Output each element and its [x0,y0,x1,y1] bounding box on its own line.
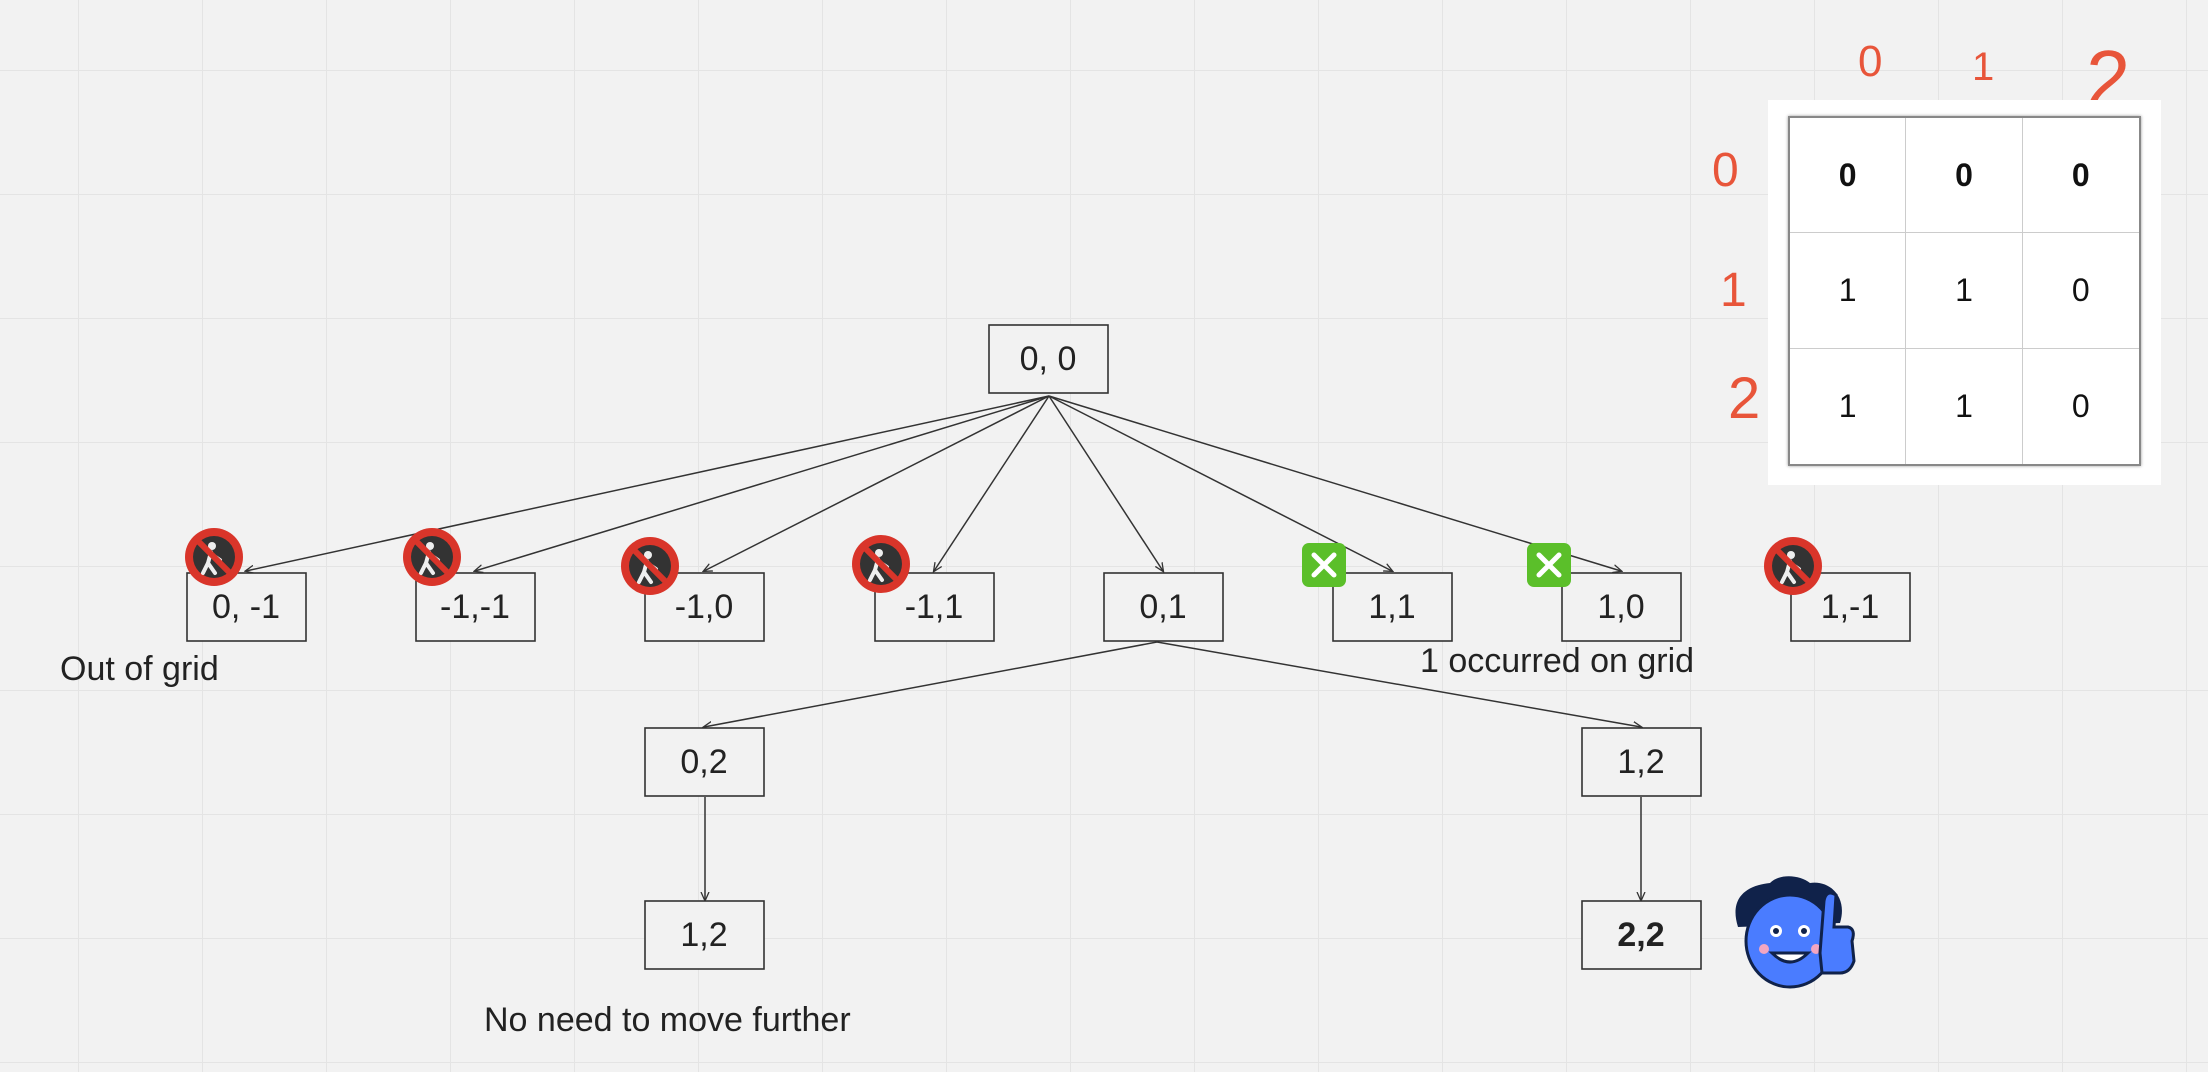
node-label: -1,0 [675,588,734,626]
edge [1048,395,1621,571]
node-label: 0, -1 [212,588,280,626]
tree-node[interactable]: 0,1 [1103,572,1224,642]
grid-cell: 0 [2022,233,2139,349]
edge [475,395,1050,571]
tree-node[interactable]: 0, -1 [186,572,307,642]
grid-cell: 0 [1906,118,2023,234]
root-edges [246,395,1621,571]
node-label: -1,-1 [440,588,510,626]
grid-cell: 1 [1790,233,1907,349]
no-pedestrians-icon [621,537,679,595]
no-pedestrians-icon [403,528,461,586]
no-pedestrians-icon [185,528,243,586]
row-label: 2 [1728,366,1760,431]
node-label: 1,2 [680,916,727,954]
col-label: 0 [1858,37,1882,86]
node-label: 1,0 [1597,588,1644,626]
note-one-occurred: 1 occurred on grid [1420,642,1694,680]
grid-cell: 0 [1790,118,1907,234]
grid-cell: 0 [2022,118,2139,234]
edge [1048,395,1163,571]
edge [1156,641,1641,727]
tree-node[interactable]: 1,1 [1332,572,1453,642]
child-edges [704,641,1641,900]
row-label: 0 [1712,144,1739,197]
grid-cell: 0 [2071,387,2090,424]
note-out-of-grid: Out of grid [60,650,219,688]
thumbs-up-avatar [1735,876,1856,989]
tree-node[interactable]: 1,0 [1561,572,1682,642]
node-label: 0,1 [1139,588,1186,626]
tree-node[interactable]: 1,2 [1581,727,1702,797]
grid-cell: 1 [1906,233,2023,349]
tree-node[interactable]: 1,2 [644,900,765,970]
row-label: 1 [1720,264,1747,317]
no-pedestrians-icon [1764,537,1822,595]
tree-node[interactable]: -1,-1 [415,572,536,642]
edge [704,641,1158,727]
no-pedestrians-icon [852,535,910,593]
node-label: 1,1 [1368,588,1415,626]
node-label: 0, 0 [1020,340,1077,378]
tree-node-goal[interactable]: 2,2 [1581,900,1702,970]
cross-mark-button-icon [1527,543,1571,587]
grid-cell: 1 [1906,348,2023,464]
cross-mark-button-icon [1302,543,1346,587]
edge [934,395,1050,571]
edge [1048,395,1392,571]
edge [704,395,1050,571]
tree-node-root[interactable]: 0, 0 [988,324,1109,394]
grid-table: 0 0 0 1 1 0 1 1 0 [1788,116,2141,466]
node-label: -1,1 [905,588,964,626]
edge [246,395,1050,571]
node-label: 1,-1 [1821,588,1880,626]
note-no-need: No need to move further [484,1001,851,1039]
grid-row-labels: 0 1 2 [1712,144,1760,431]
col-label: 1 [1972,45,1994,89]
grid-cell: 1 [1790,348,1907,464]
node-label: 0,2 [680,743,727,781]
node-label: 2,2 [1617,916,1664,954]
tree-node[interactable]: 0,2 [644,727,765,797]
node-label: 1,2 [1617,743,1664,781]
tree-node[interactable]: -1,1 [874,572,995,642]
